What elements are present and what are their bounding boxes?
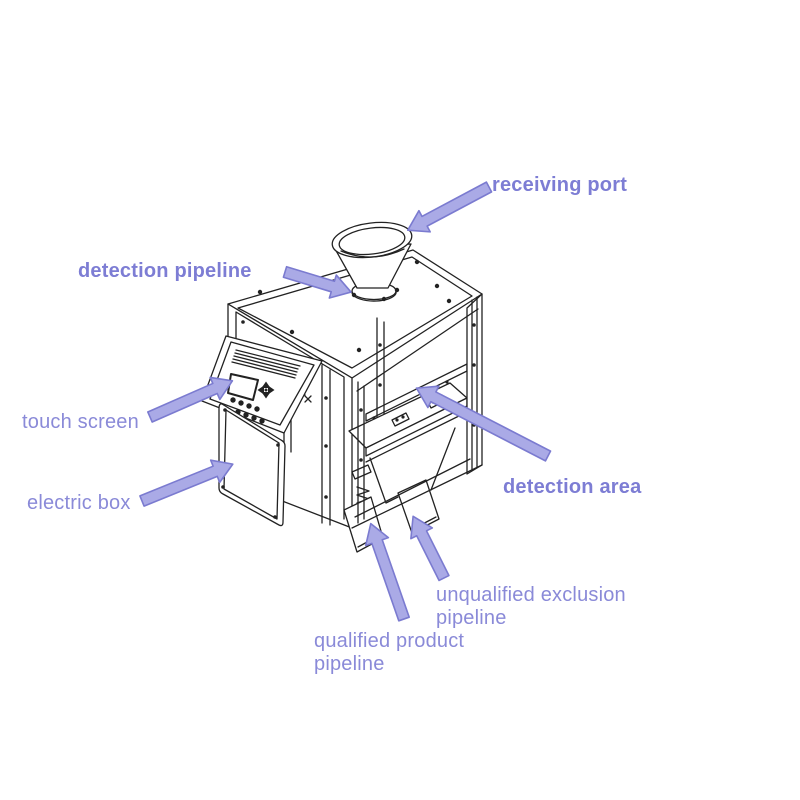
label-electric-box: electric box bbox=[27, 492, 131, 514]
callout-arrows bbox=[139, 181, 552, 622]
touch-screen-console bbox=[201, 335, 323, 434]
right-frame bbox=[351, 293, 483, 529]
arrow-detection-area bbox=[415, 385, 552, 462]
arrow-touch-screen bbox=[146, 376, 234, 423]
dpad-buttons bbox=[257, 381, 275, 399]
arrow-electric-box bbox=[139, 459, 234, 507]
label-receiving-port: receiving port bbox=[492, 174, 628, 196]
receiving-port-funnel bbox=[331, 221, 413, 302]
arrow-qualified-product bbox=[364, 522, 410, 622]
label-detection-area: detection area bbox=[503, 476, 642, 498]
label-touch-screen: touch screen bbox=[22, 411, 139, 433]
arrow-detection-pipeline bbox=[282, 265, 352, 299]
label-qualified-product-pipeline: qualified product pipeline bbox=[314, 630, 465, 675]
electric-box-panel bbox=[218, 403, 286, 527]
machine-body bbox=[201, 221, 483, 553]
label-unqualified-exclusion-pipeline: unqualified exclusion pipeline bbox=[436, 584, 626, 629]
unqualified-exclusion-chute bbox=[397, 479, 440, 534]
console-buttons bbox=[230, 397, 265, 424]
arrow-receiving-port bbox=[406, 181, 493, 233]
label-detection-pipeline: detection pipeline bbox=[78, 260, 252, 282]
arrow-unqualified-exclusion bbox=[410, 515, 450, 582]
